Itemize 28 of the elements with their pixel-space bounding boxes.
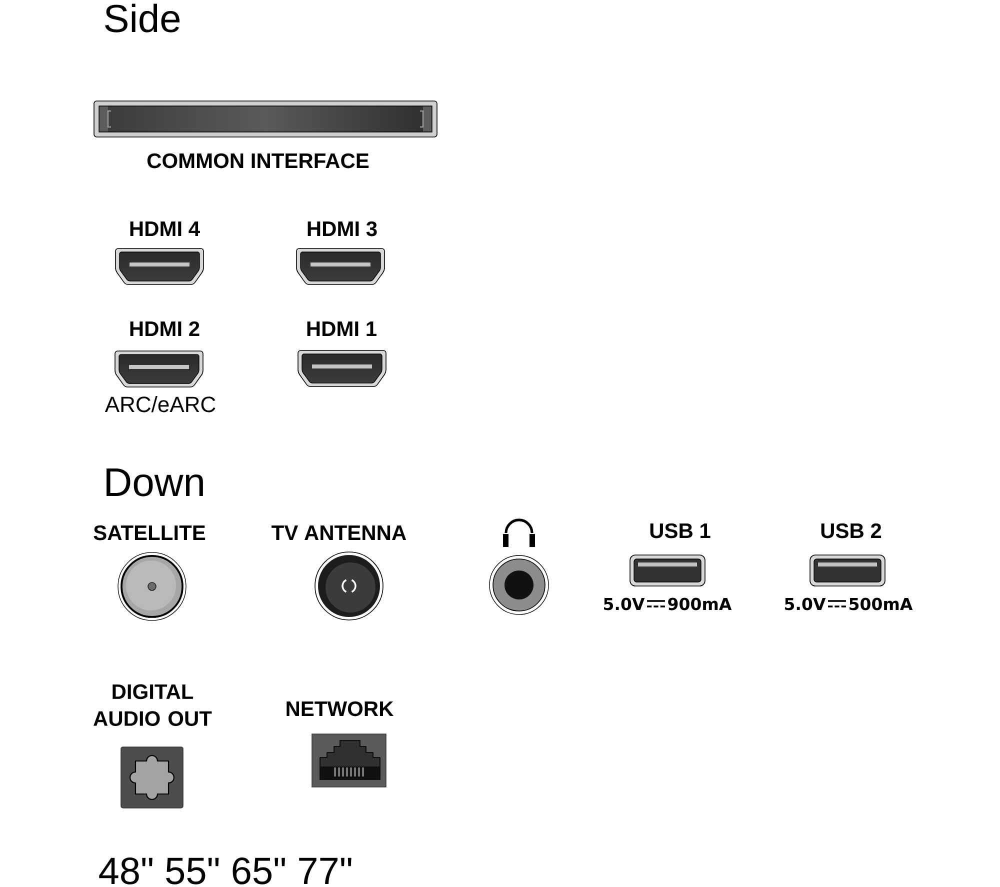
port-note: ARC/eARC — [104, 396, 216, 412]
port-label: HDMI 4 — [130, 222, 200, 236]
port-label: USB 2 — [821, 523, 882, 538]
port-label: HDMI 3 — [308, 221, 377, 236]
antenna-socket — [314, 552, 384, 620]
size-list: 48" 55" 65" 77" — [99, 857, 352, 884]
optical-port — [120, 746, 184, 808]
port-label: HDMI 1 — [307, 322, 376, 336]
section-heading: Side — [105, 4, 180, 32]
port-label: DIGITAL AUDIO OUT — [94, 684, 212, 726]
section-heading: Down — [106, 468, 203, 496]
hdmi-port — [298, 350, 386, 387]
ethernet-port — [312, 734, 386, 788]
port-label: COMMON INTERFACE — [147, 153, 369, 168]
card-slot — [94, 100, 438, 138]
port-note: 5.0V — [785, 598, 826, 610]
port-label: NETWORK — [286, 701, 394, 716]
port-label: TV ANTENNA — [272, 526, 406, 540]
port-note: 900mA — [668, 598, 732, 610]
port-note: 5.0V — [604, 598, 645, 610]
hdmi-port — [296, 248, 385, 285]
hdmi-port — [114, 350, 204, 388]
port-label: SATELLITE — [94, 525, 206, 540]
satellite-socket — [118, 552, 186, 621]
port-note: 500mA — [850, 598, 913, 610]
port-label: USB 1 — [650, 523, 710, 538]
hdmi-port — [115, 248, 204, 285]
port-label: HDMI 2 — [130, 321, 200, 336]
